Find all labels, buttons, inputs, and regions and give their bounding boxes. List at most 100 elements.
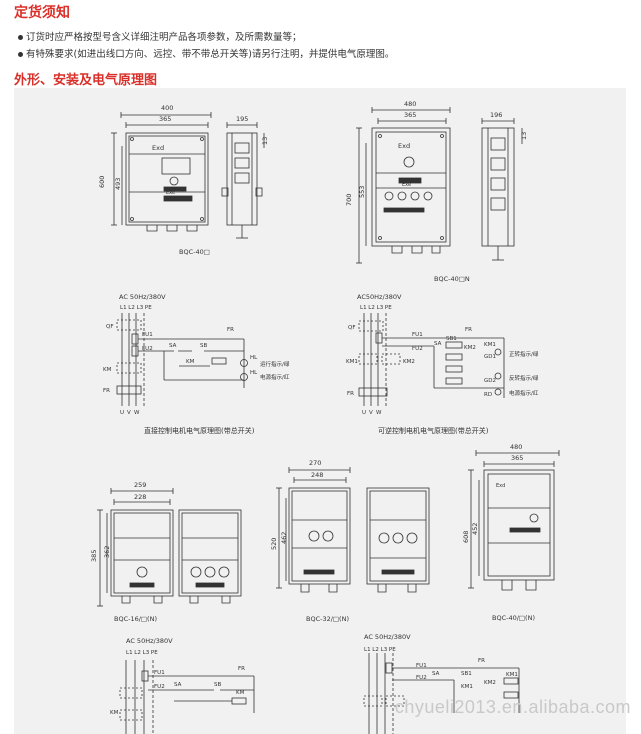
svg-text:GD2: GD2 xyxy=(484,378,496,384)
dim-a-flange: 13 xyxy=(261,137,269,145)
svg-text:V: V xyxy=(369,410,373,416)
svg-text:U: U xyxy=(362,410,366,416)
dim-a-mount: 493 xyxy=(114,178,122,190)
circuit-direct-labels: AC 50Hz/380V L1 L2 L3 PE QF FU1 FR FU2 S… xyxy=(103,293,290,435)
svg-text:FU1: FU1 xyxy=(416,663,427,669)
dim-b-mount: 553 xyxy=(358,186,366,198)
svg-text:480: 480 xyxy=(510,443,522,451)
caption-bqc-40: BQC-40□ xyxy=(179,248,210,256)
figure-bqc-32 xyxy=(276,467,430,593)
dim-a-height: 600 xyxy=(98,176,106,188)
svg-text:259: 259 xyxy=(134,481,146,489)
svg-text:FR: FR xyxy=(238,666,245,672)
direct-supply: AC 50Hz/380V xyxy=(119,293,166,301)
svg-text:SB: SB xyxy=(214,682,221,688)
figure-bqc-40-labels: 400 365 195 600 493 13 Exd Exe BQC-40□ xyxy=(98,104,269,256)
svg-text:KM: KM xyxy=(103,367,112,373)
svg-text:HL: HL xyxy=(250,370,258,376)
bullet-icon xyxy=(18,35,23,40)
svg-text:SA: SA xyxy=(432,671,440,677)
svg-text:KM: KM xyxy=(236,690,245,696)
svg-text:KM2: KM2 xyxy=(403,359,415,365)
dim-b-height: 700 xyxy=(345,194,353,206)
figure-bqc-16 xyxy=(97,488,242,607)
svg-text:AC 50Hz/380V: AC 50Hz/380V xyxy=(126,637,173,645)
dim-b-width: 480 xyxy=(404,100,416,108)
figure-bqc-40-type2 xyxy=(468,450,560,591)
direct-legend-run: 运行指示/绿 xyxy=(260,360,290,368)
svg-text:FR: FR xyxy=(227,327,234,333)
svg-text:KM1: KM1 xyxy=(461,684,473,690)
svg-text:Exe: Exe xyxy=(402,182,411,188)
svg-text:V: V xyxy=(127,410,131,416)
svg-text:462: 462 xyxy=(280,532,288,544)
figure-bqc-40-type2-labels: 480 365 608 452 Exd BQC-40/□(N) xyxy=(462,443,535,622)
svg-text:362: 362 xyxy=(103,546,111,558)
caption-bqc-32: BQC-32/□(N) xyxy=(306,615,349,623)
svg-text:FR: FR xyxy=(465,327,472,333)
svg-text:FU1: FU1 xyxy=(412,332,423,338)
svg-text:452: 452 xyxy=(471,523,479,535)
figure-bqc-16-labels: 259 228 362 385 BQC-16/□(N) xyxy=(90,481,157,623)
dim-b-flange: 13 xyxy=(520,132,528,140)
svg-text:SB: SB xyxy=(200,343,207,349)
dim-b-depth: 196 xyxy=(490,111,502,119)
svg-text:FU2: FU2 xyxy=(154,684,165,690)
order-note-2: 有特殊要求(如进出线口方向、远控、带不带总开关等)请另行注明，并提供电气原理图。 xyxy=(18,46,394,60)
circuit-reversible-labels: AC50Hz/380V L1 L2 L3 PE QF FU1 FR FU2 SA… xyxy=(346,293,539,435)
svg-text:QF: QF xyxy=(106,324,114,330)
technical-drawing-panel: 400 365 195 600 493 13 Exd Exe BQC-40□ 4… xyxy=(14,88,626,734)
svg-text:385: 385 xyxy=(90,550,98,562)
svg-text:FR: FR xyxy=(103,388,110,394)
watermark: chyueli2013.en.alibaba.com xyxy=(394,697,631,717)
svg-text:GD1: GD1 xyxy=(484,354,496,360)
figure-bqc-32-labels: 270 248 520 462 BQC-32/□(N) xyxy=(270,459,349,623)
dim-a-inner: 365 xyxy=(159,115,171,123)
svg-text:Exd: Exd xyxy=(496,483,505,489)
reversible-phases: L1 L2 L3 PE xyxy=(360,305,392,311)
svg-text:W: W xyxy=(376,410,382,416)
svg-text:FU1: FU1 xyxy=(142,332,153,338)
svg-text:KM1: KM1 xyxy=(346,359,358,365)
svg-text:KM1: KM1 xyxy=(484,342,496,348)
svg-text:KM: KM xyxy=(186,359,195,365)
order-note-1: 订货时应严格按型号含义详细注明产品各项参数，及所需数量等； xyxy=(18,29,302,43)
caption-reversible-circuit: 可逆控制电机电气原理图(带总开关) xyxy=(378,426,489,435)
svg-text:W: W xyxy=(134,410,140,416)
svg-text:608: 608 xyxy=(462,531,470,543)
figure-bqc-40n-labels: 480 365 196 700 553 13 Exd Exe BQC-40□N xyxy=(345,100,528,283)
circuit-direct-2 xyxy=(119,660,255,734)
svg-text:L1 L2 L3 PE: L1 L2 L3 PE xyxy=(126,650,158,656)
svg-text:KM2: KM2 xyxy=(484,680,496,686)
svg-text:365: 365 xyxy=(511,454,523,462)
svg-text:KM2: KM2 xyxy=(464,345,476,351)
technical-drawing: 400 365 195 600 493 13 Exd Exe BQC-40□ 4… xyxy=(90,100,560,734)
svg-text:SB1: SB1 xyxy=(446,336,457,342)
direct-phases: L1 L2 L3 PE xyxy=(120,305,152,311)
svg-text:Exe: Exe xyxy=(166,190,175,196)
svg-text:Exd: Exd xyxy=(152,144,164,152)
svg-text:SB1: SB1 xyxy=(461,671,472,677)
svg-text:HL: HL xyxy=(250,355,258,361)
svg-text:SA: SA xyxy=(169,343,177,349)
caption-bqc-40-type2: BQC-40/□(N) xyxy=(492,614,535,622)
circuit-direct-2-labels: AC 50Hz/380V L1 L2 L3 PE FR FU1 FU2 SA S… xyxy=(110,637,245,716)
caption-bqc-40n: BQC-40□N xyxy=(434,275,470,283)
svg-text:FR: FR xyxy=(478,658,485,664)
circuit-reversible-2-labels: AC 50Hz/380V L1 L2 L3 PE FR FU1 FU2 SA S… xyxy=(364,633,518,690)
svg-text:L1 L2 L3 PE: L1 L2 L3 PE xyxy=(364,647,396,653)
reversible-legend-reverse: 反转指示/绿 xyxy=(509,374,539,382)
circuit-reversible xyxy=(358,313,505,406)
svg-text:270: 270 xyxy=(309,459,321,467)
svg-text:FU2: FU2 xyxy=(412,346,423,352)
svg-text:SA: SA xyxy=(434,341,442,347)
svg-text:FU2: FU2 xyxy=(142,346,153,352)
direct-legend-power: 电源指示/红 xyxy=(260,373,290,381)
caption-bqc-16: BQC-16/□(N) xyxy=(114,615,157,623)
diagram-section-title: 外形、安装及电气原理图 xyxy=(14,73,158,88)
svg-text:SA: SA xyxy=(174,682,182,688)
svg-text:RD: RD xyxy=(484,392,492,398)
svg-text:KM: KM xyxy=(110,710,119,716)
circuit-reversible-2 xyxy=(363,653,520,734)
figure-bqc-40 xyxy=(111,112,265,239)
